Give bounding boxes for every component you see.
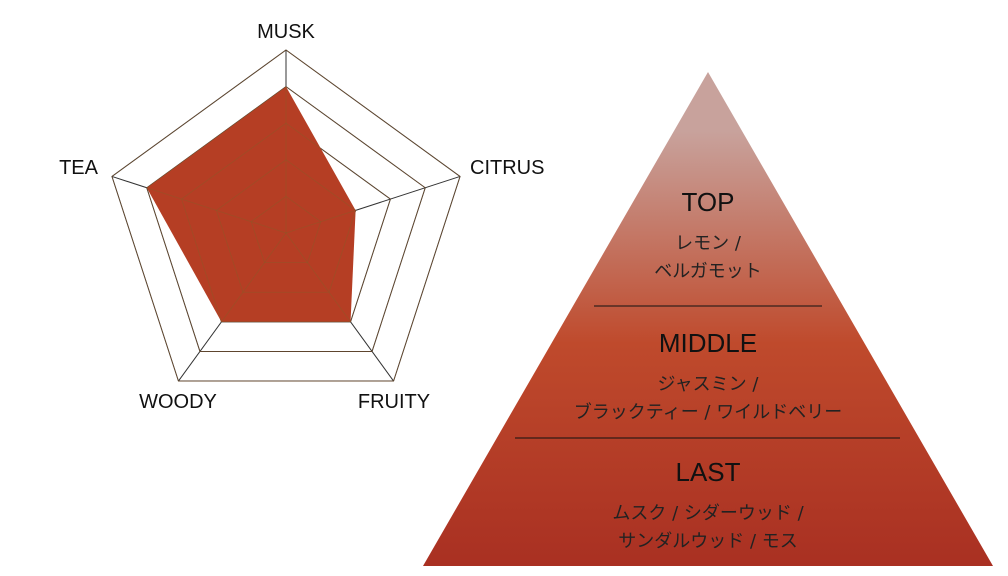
- pyramid-shape: [423, 72, 993, 566]
- grid-spoke-overlay: [285, 232, 351, 323]
- grid-ring-overlay: [181, 122, 391, 323]
- tier-last-notes-line1: ムスク / シダーウッド /: [612, 503, 804, 524]
- grid-ring-overlay: [111, 49, 461, 382]
- axis-label-woody: WOODY: [139, 391, 217, 413]
- axis-label-tea: TEA: [59, 157, 99, 179]
- tier-middle-title: MIDDLE: [659, 328, 757, 358]
- axis-label-citrus: CITRUS: [470, 157, 544, 179]
- tier-last-title: LAST: [675, 457, 740, 487]
- axis-label-fruity: FRUITY: [358, 391, 430, 413]
- fragrance-pyramid: TOP レモン / ベルガモット MIDDLE ジャスミン / ブラックティー …: [423, 72, 993, 566]
- grid-ring-overlay: [146, 86, 426, 352]
- tier-middle-notes-line2: ブラックティー / ワイルドベリー: [574, 401, 842, 423]
- tier-top-notes-line1: レモン /: [675, 233, 742, 254]
- grid-spoke-overlay: [146, 187, 287, 234]
- grid-ring-overlay: [250, 195, 322, 264]
- data-area: [146, 86, 356, 322]
- axis-label-musk: MUSK: [257, 21, 315, 43]
- radar-chart: MUSK CITRUS FRUITY WOODY TEA: [59, 21, 544, 413]
- grid-ring-overlay: [215, 159, 357, 293]
- tier-top-title: TOP: [682, 187, 735, 217]
- tier-top-notes-line2: ベルガモット: [654, 261, 761, 282]
- grid-spoke-overlay: [221, 232, 287, 323]
- grid-spoke-overlay: [285, 209, 356, 234]
- tier-last-notes-line2: サンダルウッド / モス: [618, 531, 798, 552]
- tier-middle-notes-line1: ジャスミン /: [658, 374, 760, 395]
